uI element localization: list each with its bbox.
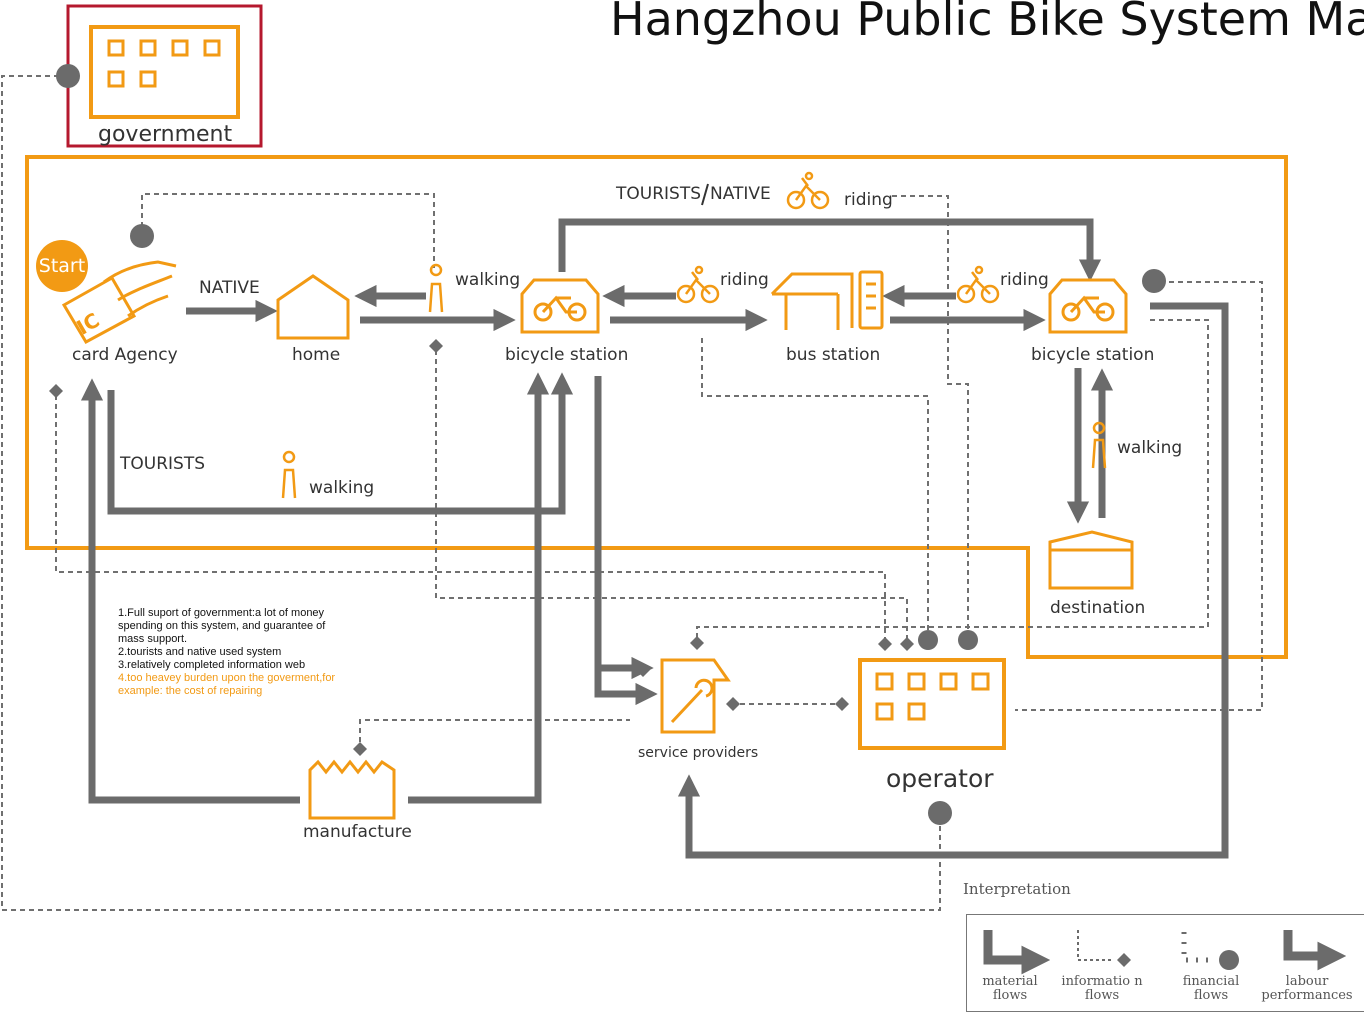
tourists-native-slash bbox=[701, 183, 709, 206]
bicycle-station-right-label: bicycle station bbox=[1031, 345, 1155, 365]
home-icon bbox=[276, 274, 350, 340]
bus-station-label: bus station bbox=[786, 345, 881, 365]
destination-icon bbox=[1048, 530, 1134, 590]
flow-endpoints bbox=[49, 64, 1166, 825]
material-flows bbox=[80, 218, 1229, 859]
bicycle-station-right-icon bbox=[1048, 278, 1128, 334]
legend-box: material flows informatio n flows financ… bbox=[966, 914, 1364, 1012]
page-title: Hangzhou Public Bike System Map bbox=[610, 0, 1364, 46]
bicycle-icon bbox=[956, 265, 1000, 304]
manufacture-icon bbox=[308, 759, 396, 820]
legend-title: Interpretation bbox=[963, 880, 1071, 898]
riding-label: riding bbox=[1000, 270, 1049, 290]
government-icon bbox=[89, 25, 240, 119]
walking-person-icon bbox=[281, 450, 297, 499]
card-agency-icon bbox=[61, 260, 177, 345]
walking-label: walking bbox=[309, 478, 375, 498]
bicycle-icon bbox=[676, 265, 720, 304]
note-line: 3.relatively completed information web bbox=[118, 659, 306, 671]
legend-labour-label: labour performances bbox=[1261, 974, 1353, 1003]
government-label: government bbox=[98, 122, 233, 147]
note-line: 1.Full suport of government:a lot of mon… bbox=[118, 607, 326, 645]
native-label: NATIVE bbox=[710, 184, 771, 204]
home-label: home bbox=[292, 345, 341, 365]
bicycle-station-left-icon bbox=[520, 278, 600, 334]
riding-icons bbox=[676, 171, 1000, 304]
legend-financial-label: financial flows bbox=[1182, 974, 1240, 1003]
tourists-flow-label: TOURISTS bbox=[120, 454, 205, 474]
walking-icons bbox=[281, 263, 1107, 499]
service-providers-icon bbox=[660, 658, 731, 734]
walking-label: walking bbox=[1117, 438, 1183, 458]
riding-label: riding bbox=[844, 190, 893, 210]
start-badge: Start bbox=[36, 240, 88, 292]
destination-label: destination bbox=[1050, 598, 1146, 618]
service-providers-label: service providers bbox=[638, 745, 759, 761]
bicycle-icon bbox=[786, 171, 830, 210]
walking-person-icon bbox=[428, 263, 444, 313]
tourists-label: TOURISTS bbox=[616, 184, 701, 204]
card-agency-label: card Agency bbox=[72, 345, 178, 365]
manufacture-label: manufacture bbox=[303, 822, 412, 842]
legend-symbols bbox=[983, 930, 1347, 975]
system-boundary bbox=[25, 155, 1288, 659]
operator-label: operator bbox=[886, 764, 994, 793]
notes-block: 1.Full suport of government:a lot of mon… bbox=[118, 607, 348, 698]
bus-station-icon bbox=[770, 270, 884, 330]
note-line: 2.tourists and native used system bbox=[118, 646, 282, 658]
walking-person-icon bbox=[1091, 421, 1107, 469]
walking-label: walking bbox=[455, 270, 521, 290]
operator-icon bbox=[858, 658, 1006, 750]
note-line-warning: 4.too heavey burden upon the goverment,f… bbox=[118, 672, 336, 697]
legend-information-label: informatio n flows bbox=[1061, 974, 1143, 1003]
riding-label: riding bbox=[720, 270, 769, 290]
dashed-flows bbox=[1, 75, 1263, 911]
native-flow-label: NATIVE bbox=[199, 278, 260, 298]
bicycle-station-left-label: bicycle station bbox=[505, 345, 629, 365]
legend-material-label: material flows bbox=[982, 974, 1038, 1003]
